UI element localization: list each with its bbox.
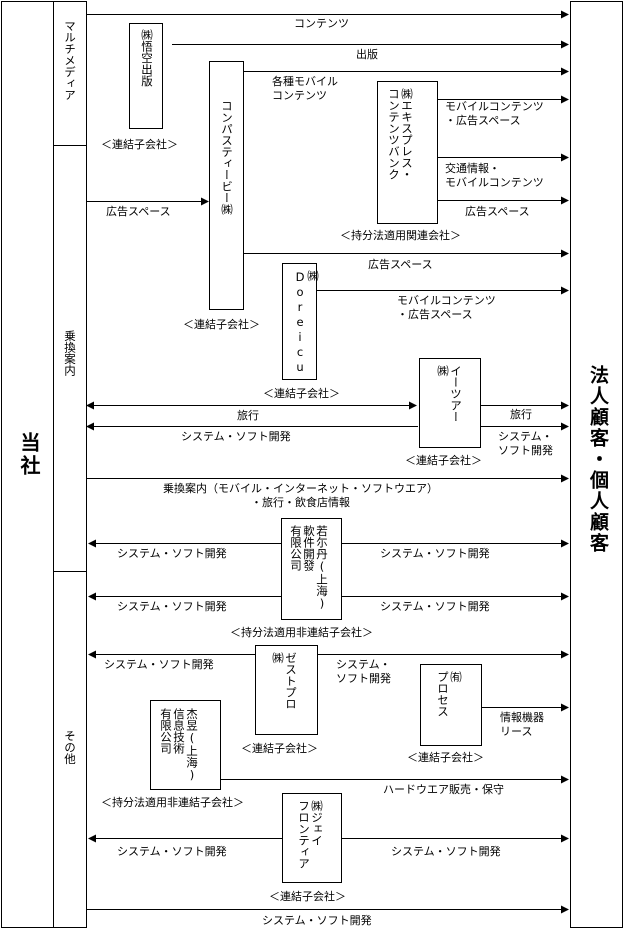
flow-system-mid: システム・ソフト開発 [181, 430, 291, 443]
flow-traffic: 交通情報・ モバイルコンテンツ [445, 162, 544, 189]
tag-jfrontier: ＜連結子会社＞ [269, 890, 346, 903]
left-title: 当社 [17, 432, 41, 478]
flow-jf-right: システム・ソフト開発 [391, 845, 501, 858]
company-process-box: ㈲ プロセス [420, 664, 482, 746]
flow-hardware: ハードウエア販売・保守 [383, 783, 504, 796]
flow-travel-right: 旅行 [510, 408, 532, 421]
company-jfrontier-box: ㈱ジェイ フロンティア [282, 793, 342, 883]
company-jieyu-box: 杰昱(上海) 信息技術 有限公司 [150, 700, 221, 790]
tag-doreicu: ＜連結子会社＞ [263, 387, 340, 400]
flow-process-right: 情報機器 リース [500, 711, 544, 738]
tag-goku: ＜連結子会社＞ [101, 138, 178, 151]
company-etour-box: イーツアー ㈱ [419, 358, 481, 448]
tag-jieyu: ＜持分法適用非連結子会社＞ [101, 796, 244, 809]
flow-publishing: 出版 [356, 48, 378, 61]
company-process-name: ㈲ プロセス [436, 671, 463, 717]
section-norikae: 乗換案内 [63, 330, 77, 376]
flow-ad-space-in: 広告スペース [106, 205, 171, 218]
company-jfrontier-name: ㈱ジェイ フロンティア [297, 800, 324, 869]
flow-norikae: 乗換案内（モバイル・インターネット・ソフトウエア） ・旅行・飲食店情報 [163, 482, 438, 509]
tag-compass: ＜連結子会社＞ [183, 318, 260, 331]
flow-ad-space-compass: 広告スペース [368, 258, 433, 271]
flow-system-right: システム・ ソフト開発 [498, 430, 553, 457]
company-jieyu-name: 杰昱(上海) 信息技術 有限公司 [159, 708, 199, 782]
flow-bottom: システム・ソフト開発 [262, 914, 372, 927]
company-goku-box: ㈱悟空出版 [129, 23, 163, 129]
company-express-box: ㈱エキスプレス・ コンテンツバンク [377, 81, 438, 224]
company-wakaniu-name: 若尓丹(上海) 軟件開發 有限公司 [289, 525, 329, 611]
tag-express: ＜持分法適用関連会社＞ [340, 229, 461, 242]
company-goku-name: ㈱悟空出版 [140, 29, 154, 87]
flow-zest-right: システム・ ソフト開発 [336, 658, 391, 685]
flow-wak-right-1: システム・ソフト開発 [380, 547, 490, 560]
flow-zest-left: システム・ソフト開発 [104, 658, 214, 671]
company-zest-box: ゼストプロ ㈱ [255, 645, 318, 735]
right-title: 法人顧客・個人顧客 [587, 365, 609, 554]
company-doreicu-box: ㈱ Doreicu [282, 263, 320, 380]
flow-mobile-ad-2: モバイルコンテンツ ・広告スペース [397, 294, 496, 321]
flow-jf-left: システム・ソフト開発 [117, 845, 227, 858]
flow-mobile-contents: 各種モバイル コンテンツ [272, 75, 338, 102]
company-etour-name: イーツアー ㈱ [436, 365, 463, 423]
tag-process: ＜連結子会社＞ [407, 751, 484, 764]
company-compass-box: コンパスティービー㈱ [209, 61, 244, 310]
tag-wakaniu: ＜持分法適用非連結子会社＞ [230, 626, 373, 639]
flow-contents: コンテンツ [294, 17, 349, 30]
company-express-name: ㈱エキスプレス・ コンテンツバンク [387, 88, 414, 180]
flow-wak-left-1: システム・ソフト開発 [117, 547, 227, 560]
flow-ad-space-express: 広告スペース [465, 205, 530, 218]
section-other: その他 [63, 730, 77, 765]
flow-wak-left-2: システム・ソフト開発 [117, 600, 227, 613]
section-multimedia: マルチメディア [63, 20, 77, 101]
company-zest-name: ゼストプロ ㈱ [271, 652, 298, 710]
company-wakaniu-box: 若尓丹(上海) 軟件開發 有限公司 [281, 518, 342, 620]
flow-travel-mid: 旅行 [237, 409, 259, 422]
company-doreicu-name: ㈱ Doreicu [293, 270, 320, 375]
tag-etour: ＜連結子会社＞ [405, 454, 482, 467]
flow-mobile-ad-1: モバイルコンテンツ ・広告スペース [445, 100, 544, 127]
tag-zest: ＜連結子会社＞ [241, 742, 318, 755]
flow-wak-right-2: システム・ソフト開発 [380, 600, 490, 613]
company-compass-name: コンパスティービー㈱ [220, 100, 234, 215]
